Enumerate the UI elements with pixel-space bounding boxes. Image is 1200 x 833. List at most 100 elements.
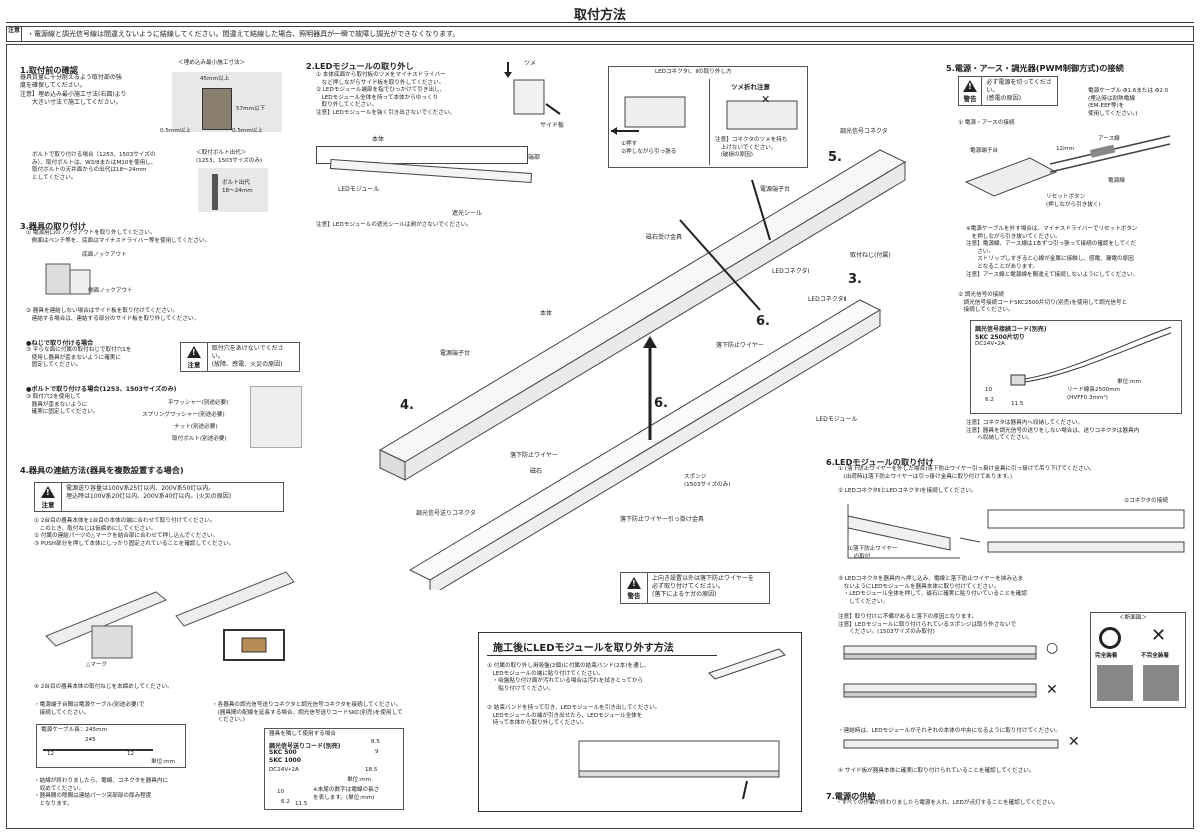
s6-label-wire: ①落下防止ワイヤー の取付 xyxy=(848,546,898,560)
main-exploded-diagram xyxy=(360,140,960,590)
s4-cord-caption: 器具を隣して使用する場合 xyxy=(269,731,336,737)
warning-icon: !注意 xyxy=(35,483,62,511)
s4-warning: !注意 電源送り容量は100V系25灯以内、200V系50灯以内。 埋込時は10… xyxy=(34,482,284,512)
connector-box: LEDコネクタⅠ、Ⅱの取り外し方 ツメ折れ注意 ✕ ①押す ②押しながら引っ張る… xyxy=(608,66,808,168)
s4-heading: 4.器具の連結方法(器具を複数設置する場合) xyxy=(20,465,184,475)
s6-view-title: ＜断面図＞ xyxy=(1119,615,1147,621)
fixture-drawing xyxy=(378,149,907,590)
s1-cutout-diagram: 45mm以上 57mm以下 xyxy=(172,72,282,132)
terminal-drawing xyxy=(964,135,1171,197)
s5-cord-drawing xyxy=(1010,326,1172,386)
main-warning-text: 上向き設置以外は落下防止ワイヤーを 必ず取り付けてください。 (落下によるケガの… xyxy=(652,575,754,598)
step-number-6a: 6. xyxy=(756,314,770,329)
dim-height: 57mm以下 xyxy=(236,106,266,112)
s6-step1: ① (落下防止ワイヤーを外した場合)落下防止ワイヤー引っ掛け金具に引っ掛けて吊り… xyxy=(838,466,1095,480)
s4-cord-note: ※末尾の数字は電線の長さ を表します。(単位:mm) xyxy=(313,787,380,801)
s2-body-bar xyxy=(316,146,528,164)
s2-label-body: 本体 xyxy=(372,136,385,143)
conn-warn-label: ツメ折れ注意 xyxy=(731,83,770,91)
cable-line xyxy=(43,749,153,751)
s1-text: 器具質量に十分耐えるよう取付部の強 度を確保してください。 注意】埋め込み最小施… xyxy=(20,74,127,107)
conn-note: 注意】コネクタのツメを持ち 上げないでください。 (破損の原因) xyxy=(715,137,788,159)
s6-label-connect: ②コネクタの接続 xyxy=(1124,498,1168,504)
s7-heading: 7.電源の供給 xyxy=(826,791,876,801)
s6-step2: ② LEDコネクタⅡとLEDコネクタⅠを接続してください。 xyxy=(838,488,977,494)
cutout-hole xyxy=(202,88,232,130)
label-power-terminal-2: 電源端子台 xyxy=(440,350,471,357)
s4-steps: ① 2台目の器具本体を1台目の本体の端に合わせて取り付けてください。 このとき、… xyxy=(34,518,235,547)
s6-note: 注意】取り付けに不備があると落下の原因となります。 注意】LEDモジュールに取り… xyxy=(838,614,1017,636)
s2-sideplate-illustration xyxy=(500,58,600,128)
cross-mark-icon: ✕ xyxy=(761,93,771,106)
s6-heading: 6.LEDモジュールの取り付け xyxy=(826,457,934,467)
instruction-sheet-frame xyxy=(6,44,1194,829)
s4-cord-title: 調光信号送りコード(別売) xyxy=(269,743,341,750)
s4-joint-illustration xyxy=(36,556,296,676)
label-body: 本体 xyxy=(540,310,553,317)
dim-right: 0.5mm以上 xyxy=(232,128,263,134)
s6-center-illustration xyxy=(842,738,1062,752)
s3-part-0: 平ワッシャー(別途必要) xyxy=(168,400,229,406)
sideplate-drawing xyxy=(504,62,561,115)
s6-ok-label: 完全装着 xyxy=(1095,653,1118,659)
s5-terminal-illustration xyxy=(960,134,1180,210)
s4-cable-unit: 単位:mm xyxy=(151,759,175,765)
s2-label-tsume: ツメ xyxy=(524,60,537,67)
label-sponge: スポンジ (1503サイズのみ) xyxy=(684,474,731,488)
ok-circle-icon: ○ xyxy=(1046,640,1059,656)
warning-icon: !注意 xyxy=(181,343,208,371)
s6-compare-drawing xyxy=(843,645,1037,698)
s5-label-power: 電源線 xyxy=(1108,178,1125,184)
conn-divider xyxy=(709,79,710,165)
step-number-6b: 6. xyxy=(654,396,668,411)
s5-warning-text: 必ず電源を切ってください。 (感電の原因) xyxy=(986,79,1052,102)
s5-cord-lead: リード線長2500mm (HVFF0.3mm²) xyxy=(1067,387,1121,401)
s5-label-strip: 12mm xyxy=(1056,146,1075,152)
ok-circle-icon xyxy=(1099,627,1121,649)
s6-center-drawing xyxy=(843,739,1059,749)
s6-step-center: ・連結時は、LEDモジュールがそれぞれの本体の中央になるように取り付けてください… xyxy=(838,728,1061,734)
s3-warning: !注意 取付穴をあけないでください。 (故障、感電、火災の原因) xyxy=(180,342,300,372)
s3-warning-text: 取付穴をあけないでください。 (故障、感電、火災の原因) xyxy=(211,345,284,368)
s4-warning-text: 電源送り容量は100V系25灯以内、200V系50灯以内。 埋込時は100V系2… xyxy=(66,485,232,500)
s7-text: ・すべての作業が終わりましたら電源を入れ、LEDが点灯することを確認してください… xyxy=(836,800,1059,806)
s1-bolt-diagram xyxy=(198,168,268,212)
s6-step3: ③ LEDコネクタを器具内へ押し込み、電線と落下防止ワイヤーを挟み込ま ないよう… xyxy=(838,576,1027,605)
s5-cord-model: SKC 2500片切り xyxy=(975,334,1025,341)
step-number-4: 4. xyxy=(400,398,414,413)
label-magnet: 磁石 xyxy=(530,468,543,475)
s4-signal-text: ・各器具の調光信号送りコネクタと調光信号コネクタを接続してください。 (器具間の… xyxy=(212,702,403,724)
s3-step1: ① 電源用口のノックアウトを取り外してください。 側面はペンチ等を、底面はマイナ… xyxy=(26,230,211,244)
label-dimming-connector: 調光信号コネクタ xyxy=(840,128,888,135)
s2-label-end: 端部 xyxy=(528,154,541,161)
removal-heading-rule xyxy=(487,655,717,656)
notice-bar: 注意 ・電源線と調光信号線は間違えないように結線してください。間違えて結線した場… xyxy=(6,26,1194,42)
s4-cable-end2: 12 xyxy=(127,751,135,757)
s4-cable-title: 電源ケーブル長：245mm xyxy=(41,727,107,733)
warning-icon: !警告 xyxy=(621,573,648,603)
s5-label-reset: リセットボタン (押しながら引き抜く) xyxy=(1046,194,1101,208)
s1-heading: 1.取付前の確認 xyxy=(20,65,78,75)
s1-bolt-diagram-title: ＜取付ボルト出代＞ (1253、1503サイズのみ) xyxy=(196,150,263,164)
warning-icon: !警告 xyxy=(959,77,983,105)
label-mount-screw: 取付ねじ(付属) xyxy=(850,252,891,259)
ng-cross-icon: ✕ xyxy=(1151,625,1167,646)
s2-label-sideplate: サイド板 xyxy=(540,122,565,129)
s2-text: ① 本体底面から取付板のツメをマイナスドライバー など押しながらサイド板を取り外… xyxy=(316,72,456,116)
s4-cord-models: SKC 500 SKC 1000 xyxy=(269,749,301,764)
conn-step2: ②押しながら引っ張る xyxy=(621,149,677,155)
ng-cross-icon: ✕ xyxy=(1046,682,1058,698)
label-drop-wire: 落下防止ワイヤー xyxy=(716,342,764,349)
s3-label-bottom: 底面ノックアウト xyxy=(82,252,127,258)
s3-part-3: 取付ボルト(別途必要) xyxy=(172,436,227,442)
label-led-module: LEDモジュール xyxy=(816,416,858,423)
s3-screw-heading: ●ねじで取り付ける場合 xyxy=(26,340,94,347)
s1-bolt-label: ボルト出代 18〜24mm xyxy=(222,180,253,194)
s2-heading: 2.LEDモジュールの取り外し xyxy=(306,61,414,71)
s5-cord-dim-10: 10 xyxy=(985,387,993,393)
s3-knockout-illustration xyxy=(40,254,240,304)
s6-ng-label: 不完全装着 xyxy=(1141,653,1169,659)
s4-cord-dim-8: 8.5 xyxy=(371,739,380,745)
s5-cable-note: 電源ケーブル Φ1.6または Φ2.0 (埋込時は耐熱電線 (EM-EEF等)を… xyxy=(1088,88,1169,117)
s6-section-view: ＜断面図＞ ✕ 完全装着 不完全装着 xyxy=(1090,612,1186,708)
